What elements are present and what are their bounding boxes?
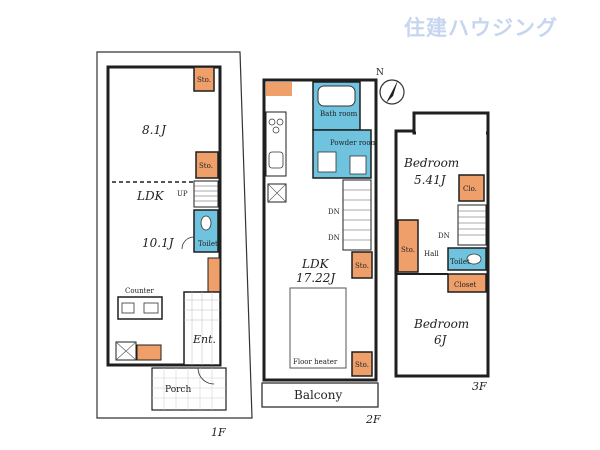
stair-treads-1f xyxy=(194,185,218,202)
fridge-cross-1f xyxy=(115,341,137,361)
washer-2f xyxy=(317,151,337,173)
kitchen-counter-1f xyxy=(117,296,163,320)
entry-door-1f xyxy=(197,367,215,385)
hall-label-3f: Hall xyxy=(424,250,440,258)
toilet-label-1f: Toilet xyxy=(198,240,218,248)
storage-3f xyxy=(397,219,419,273)
ldk-label-1f: LDK xyxy=(136,189,165,203)
porch-tiles-1f xyxy=(152,368,226,410)
stair-treads-2f xyxy=(343,189,371,241)
bath-label-2f: Bath room xyxy=(320,110,358,118)
dn-upper-label-2f: DN xyxy=(328,208,340,216)
storage-label-3f: Sto. xyxy=(401,246,415,254)
compass-icon: N xyxy=(376,68,405,105)
washbasin-2f xyxy=(349,155,367,175)
floor-heater-area-2f xyxy=(289,287,347,369)
up-label-1f: UP xyxy=(177,190,188,198)
sink-1f xyxy=(143,302,159,314)
cabinet-1f xyxy=(136,344,162,361)
burner-3-2f xyxy=(272,126,280,134)
stair-3f xyxy=(457,204,487,246)
floor-heater-label-2f: Floor heater xyxy=(293,358,338,366)
floor-1f: Sto. Sto. UP Toilet Counter Ent. Por xyxy=(96,51,253,439)
storage-mid-label-2f: Sto. xyxy=(355,262,369,270)
storage-top-1f xyxy=(193,66,215,92)
powder-label-2f: Powder room xyxy=(330,139,378,147)
floor-3f: Clo. DN Sto. Hall Toilet Closet Bedroom … xyxy=(394,111,490,393)
compass-north-label: N xyxy=(376,68,384,78)
balcony-label-2f: Balcony xyxy=(294,388,342,402)
lot-boundary-1f xyxy=(96,51,253,419)
ldk-label-2f: LDK xyxy=(301,257,330,271)
storage-mid-label-1f: Sto. xyxy=(199,162,213,170)
porch-label-1f: Porch xyxy=(165,385,191,395)
lower-size-label-1f: 10.1J xyxy=(142,236,175,250)
balcony-2f xyxy=(261,382,379,408)
storage-corner-2f xyxy=(266,82,292,96)
stair-1f xyxy=(193,180,219,208)
stove-1f xyxy=(121,302,135,314)
sink-2f xyxy=(268,151,284,169)
closet-label-3f: Closet xyxy=(454,281,477,289)
fridge-cross-2f xyxy=(267,183,287,203)
toilet-label-3f: Toilet xyxy=(450,258,470,266)
floor-label-1f: 1F xyxy=(211,426,226,439)
floor-2f: Bath room Powder room DN DN Sto. Floor h… xyxy=(261,78,381,426)
storage-low-2f xyxy=(351,351,373,377)
upper-size-label-1f: 8.1J xyxy=(142,123,167,137)
toilet-fixture-1f xyxy=(200,215,212,231)
bedroom2-size-label-3f: 6J xyxy=(434,333,448,347)
wall-join-3f xyxy=(416,127,486,135)
counter-label-1f: Counter xyxy=(125,287,155,295)
entrance-label-1f: Ent. xyxy=(192,333,216,346)
burner-1-2f xyxy=(268,118,276,126)
floor-label-3f: 3F xyxy=(472,380,487,393)
storage-low-label-2f: Sto. xyxy=(355,361,369,369)
ldk-size-label-2f: 17.22J xyxy=(296,271,336,285)
brand-logo: 住建ハウジング xyxy=(404,16,558,40)
closet-top-label-3f: Clo. xyxy=(463,185,477,193)
toilet-fixture-3f xyxy=(466,253,482,265)
closet-3f xyxy=(447,273,487,293)
porch-1f xyxy=(151,367,227,411)
storage-mid-2f xyxy=(351,251,373,279)
bedroom1-size-label-3f: 5.41J xyxy=(414,173,447,187)
bedroom1-label-3f: Bedroom xyxy=(403,156,459,170)
toilet-door-1f xyxy=(181,236,195,250)
dn-label-3f: DN xyxy=(438,232,450,240)
bedroom2-label-3f: Bedroom xyxy=(413,317,469,331)
floor-label-2f: 2F xyxy=(365,413,381,426)
closet-top-3f xyxy=(458,174,485,202)
storage-mid-1f xyxy=(195,151,219,179)
stair-treads-3f xyxy=(458,210,486,236)
dn-lower-label-2f: DN xyxy=(328,234,340,242)
burner-2-2f xyxy=(276,118,284,126)
storage-top-label-1f: Sto. xyxy=(197,76,211,84)
stair-2f xyxy=(342,179,372,251)
bathtub-2f xyxy=(317,85,356,107)
entrance-tiles-1f xyxy=(184,292,220,365)
